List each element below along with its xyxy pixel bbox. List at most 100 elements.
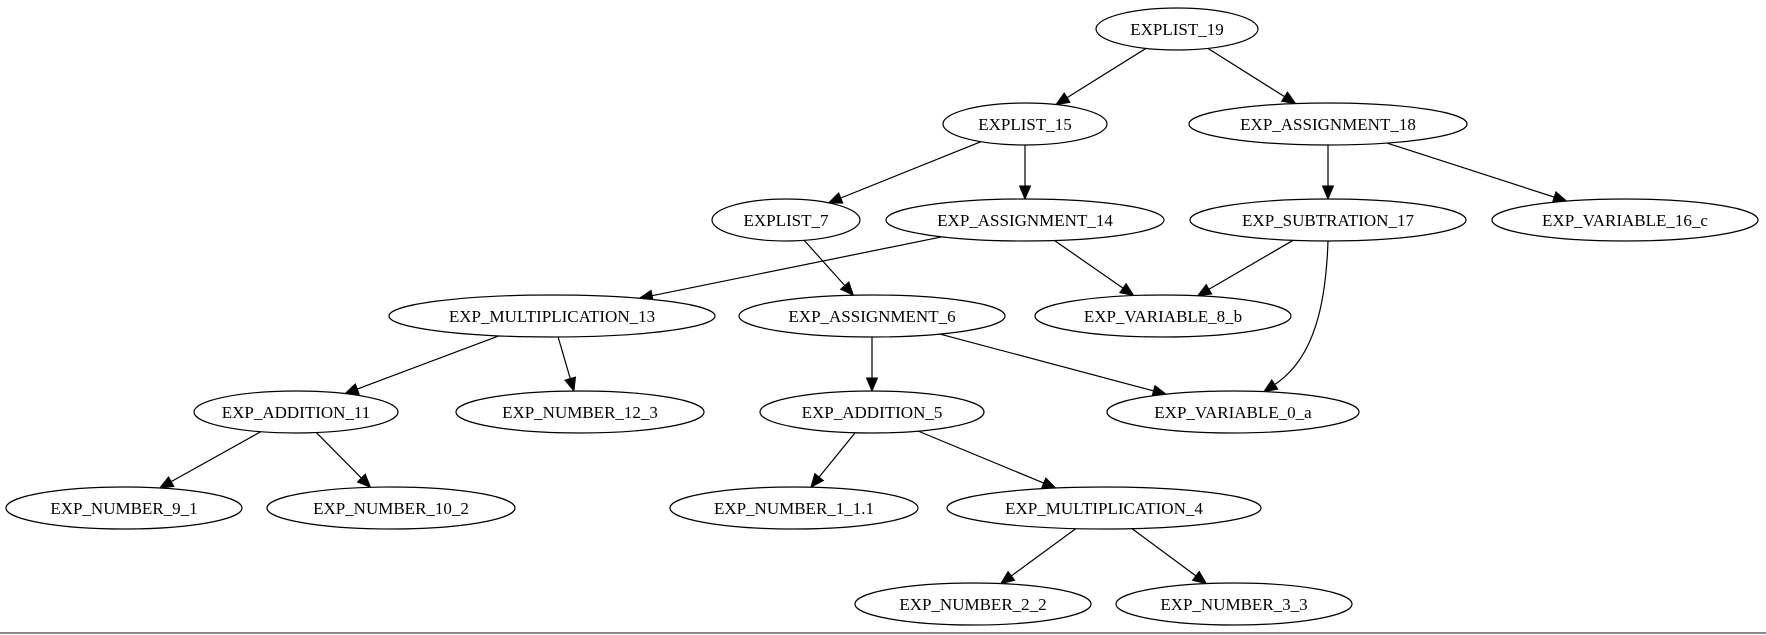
edge-line	[557, 336, 571, 379]
node-exp-multiplication-4: EXP_MULTIPLICATION_4	[946, 486, 1262, 530]
node-label: EXP_MULTIPLICATION_4	[1005, 499, 1203, 518]
node-ellipse	[266, 486, 516, 530]
edge-exp-multiplication-13-to-exp-addition-11	[343, 335, 500, 395]
edge-exp-addition-11-to-exp-number-10-2	[315, 432, 372, 489]
node-exp-multiplication-13: EXP_MULTIPLICATION_13	[388, 294, 716, 338]
arrow-head	[1018, 185, 1032, 201]
node-exp-number-9-1: EXP_NUMBER_9_1	[5, 486, 243, 530]
edge-exp-multiplication-4-to-exp-number-3-3	[1131, 528, 1208, 585]
node-explist-19: EXPLIST_19	[1095, 7, 1259, 51]
node-label: EXP_ADDITION_5	[802, 403, 943, 422]
node-ellipse	[193, 390, 399, 434]
node-exp-variable-0-a: EXP_VARIABLE_0_a	[1106, 390, 1360, 434]
node-ellipse	[1189, 198, 1467, 242]
node-ellipse	[1106, 390, 1360, 434]
node-ellipse	[1188, 102, 1468, 146]
node-ellipse	[388, 294, 716, 338]
arrow-head	[343, 382, 360, 395]
edge-line	[1386, 142, 1555, 198]
node-exp-addition-11: EXP_ADDITION_11	[193, 390, 399, 434]
node-ellipse	[946, 486, 1262, 530]
edge-explist-15-to-exp-assignment-14	[1018, 145, 1032, 201]
node-label: EXP_ASSIGNMENT_6	[788, 307, 955, 326]
node-exp-number-2-2: EXP_NUMBER_2_2	[854, 582, 1092, 626]
arrow-head	[1118, 282, 1135, 297]
arrow-head	[999, 570, 1016, 585]
edge-line	[1208, 239, 1294, 290]
edge-exp-multiplication-4-to-exp-number-2-2	[999, 528, 1077, 585]
node-ellipse	[1491, 198, 1759, 242]
edge-exp-subtration-17-to-exp-variable-8-b	[1196, 239, 1294, 297]
node-label: EXPLIST_7	[744, 211, 830, 230]
node-ellipse	[5, 486, 243, 530]
edge-exp-multiplication-13-to-exp-number-12-3	[557, 336, 577, 393]
arrow-head	[1262, 378, 1279, 393]
edge-explist-19-to-exp-assignment-18	[1207, 47, 1297, 105]
edge-exp-assignment-18-to-exp-variable-16-c	[1386, 142, 1568, 203]
edge-exp-assignment-18-to-exp-subtration-17	[1321, 145, 1335, 201]
node-exp-addition-5: EXP_ADDITION_5	[759, 390, 985, 434]
edge-line	[1054, 240, 1124, 289]
node-ellipse	[942, 102, 1108, 146]
node-label: EXPLIST_19	[1130, 20, 1224, 39]
node-label: EXP_VARIABLE_0_a	[1154, 403, 1312, 422]
edge-explist-15-to-explist-7	[827, 141, 982, 204]
edge-exp-subtration-17-to-exp-variable-0-a	[1262, 240, 1329, 393]
edge-exp-assignment-14-to-exp-multiplication-13	[638, 236, 943, 302]
node-ellipse	[1034, 294, 1292, 338]
edge-line	[939, 333, 1154, 392]
edge-line	[357, 335, 500, 390]
edge-line	[315, 432, 362, 479]
node-label: EXP_MULTIPLICATION_13	[449, 307, 655, 326]
node-exp-number-3-3: EXP_NUMBER_3_3	[1115, 582, 1353, 626]
node-label: EXP_VARIABLE_16_c	[1542, 211, 1708, 230]
node-ellipse	[1115, 582, 1353, 626]
arrow-head	[158, 475, 175, 489]
node-exp-assignment-14: EXP_ASSIGNMENT_14	[885, 198, 1165, 242]
arrow-head	[1055, 92, 1071, 106]
edge-line	[818, 432, 856, 478]
edge-exp-assignment-14-to-exp-variable-8-b	[1054, 240, 1135, 297]
edge-line	[803, 239, 846, 286]
arrow-head	[1040, 477, 1057, 489]
node-exp-number-10-2: EXP_NUMBER_10_2	[266, 486, 516, 530]
arrow-head	[839, 280, 855, 297]
node-exp-variable-16-c: EXP_VARIABLE_16_c	[1491, 198, 1759, 242]
edge-line	[1066, 47, 1147, 99]
node-label: EXP_NUMBER_12_3	[502, 403, 658, 422]
node-ellipse	[1095, 7, 1259, 51]
node-label: EXP_ADDITION_11	[222, 403, 371, 422]
edge-exp-assignment-6-to-exp-addition-5	[865, 337, 879, 393]
arrow-head	[827, 192, 844, 204]
edge-explist-19-to-explist-15	[1055, 47, 1147, 106]
node-ellipse	[455, 390, 705, 434]
arrow-head	[1280, 91, 1297, 105]
edge-line	[170, 431, 261, 483]
node-ellipse	[885, 198, 1165, 242]
edge-line	[1131, 528, 1197, 577]
node-exp-number-12-3: EXP_NUMBER_12_3	[455, 390, 705, 434]
node-exp-number-1-1-1: EXP_NUMBER_1_1.1	[669, 486, 919, 530]
node-label: EXPLIST_15	[978, 115, 1072, 134]
edge-line	[917, 430, 1044, 484]
arrow-head	[356, 473, 372, 489]
edge-exp-assignment-6-to-exp-variable-0-a	[939, 333, 1168, 397]
node-ellipse	[759, 390, 985, 434]
edge-line	[1274, 240, 1329, 385]
node-ellipse	[669, 486, 919, 530]
node-label: EXP_VARIABLE_8_b	[1084, 307, 1242, 326]
arrow-head	[564, 376, 577, 393]
node-exp-assignment-18: EXP_ASSIGNMENT_18	[1188, 102, 1468, 146]
node-ellipse	[854, 582, 1092, 626]
edge-exp-addition-5-to-exp-number-1-1-1	[810, 432, 856, 489]
edge-line	[840, 141, 982, 199]
arrow-head	[1196, 283, 1213, 297]
edge-line	[1010, 528, 1077, 577]
node-exp-subtration-17: EXP_SUBTRATION_17	[1189, 198, 1467, 242]
node-label: EXP_ASSIGNMENT_14	[937, 211, 1113, 230]
node-explist-7: EXPLIST_7	[711, 198, 861, 242]
node-label: EXP_SUBTRATION_17	[1242, 211, 1414, 230]
arrow-head	[865, 377, 879, 393]
